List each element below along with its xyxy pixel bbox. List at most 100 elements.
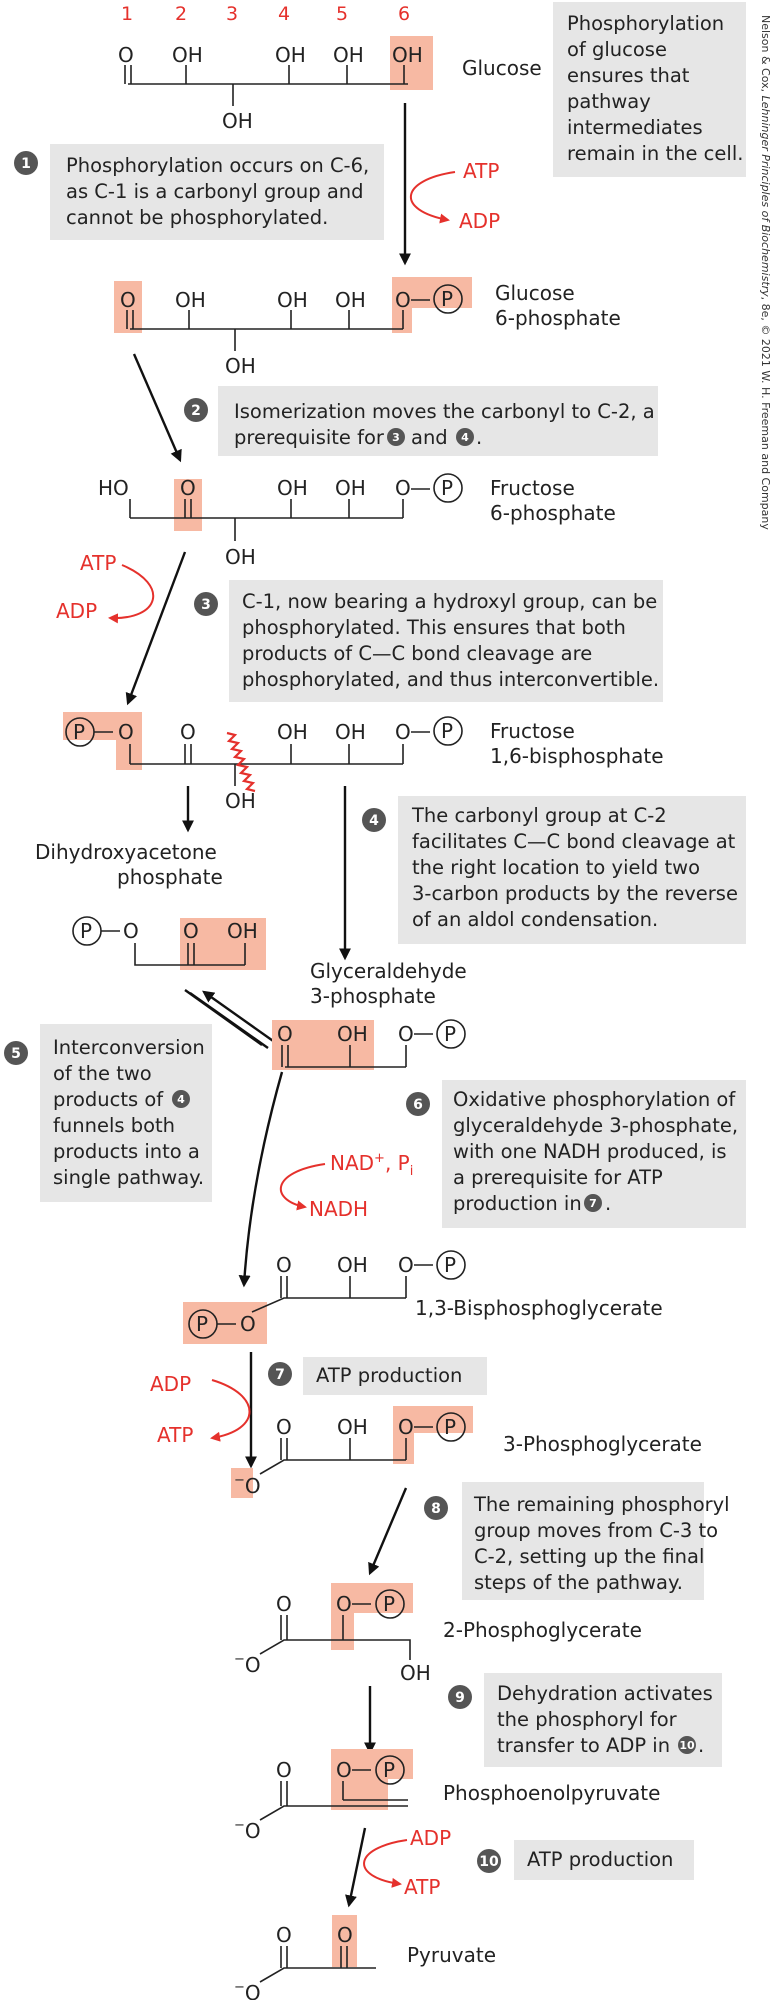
label-dhap: Dihydroxyacetone (35, 840, 217, 864)
svg-text:OH: OH (225, 545, 256, 569)
svg-text:OH: OH (335, 720, 366, 744)
svg-text:OH: OH (337, 1022, 368, 1046)
copyright-credit: Nelson & Cox, Lehninger Principles of Bi… (759, 15, 771, 530)
svg-text:7: 7 (275, 1367, 285, 1383)
note-5: 5 Interconversion of the two products of… (4, 1024, 212, 1202)
label-f6p: Fructose (490, 476, 575, 500)
svg-text:2: 2 (191, 403, 201, 419)
atp-adp-arrow-1 (410, 171, 456, 224)
g3p-structure: O OH O P (272, 1019, 466, 1070)
svg-text:O: O (180, 720, 196, 744)
svg-text:O: O (398, 1253, 414, 1277)
svg-text:−O: −O (234, 1818, 261, 1843)
svg-text:8: 8 (431, 1501, 441, 1517)
svg-text:OH: OH (225, 354, 256, 378)
svg-text:HO: HO (98, 476, 129, 500)
svg-text:4: 4 (461, 431, 469, 444)
svg-text:OH: OH (277, 288, 308, 312)
svg-text:products of C—C bond cleavage: products of C—C bond cleavage are (242, 642, 592, 665)
svg-text:−O: −O (234, 1652, 261, 1677)
svg-text:5: 5 (11, 1046, 21, 1062)
fructose-6-phosphate-structure: HO O OH OH O OH P (98, 473, 463, 569)
svg-text:O: O (123, 919, 139, 943)
svg-text:C-1, now bearing a hydroxyl gr: C-1, now bearing a hydroxyl group, can b… (242, 590, 657, 613)
svg-text:of the two: of the two (53, 1062, 152, 1085)
arrow-step-10 (345, 1827, 367, 1908)
svg-text:−O: −O (234, 1980, 261, 2000)
arrow-step-3 (125, 551, 187, 706)
svg-text:ATP: ATP (80, 551, 116, 575)
label-glucose: Glucose (462, 56, 542, 80)
arrow-step-6 (238, 1071, 284, 1288)
svg-text:O: O (336, 1592, 352, 1616)
svg-text:funnels both: funnels both (53, 1114, 175, 1137)
arrow-step-8 (368, 1487, 408, 1576)
svg-text:OH: OH (227, 919, 258, 943)
svg-text:3: 3 (392, 431, 400, 444)
note-4: 4 The carbonyl group at C-2 facilitates … (362, 796, 746, 944)
svg-text:O: O (118, 720, 134, 744)
svg-text:with one NADH produced, is: with one NADH produced, is (453, 1140, 727, 1163)
svg-text:1: 1 (121, 3, 133, 25)
svg-text:OH: OH (400, 1661, 431, 1685)
svg-text:O: O (183, 919, 199, 943)
svg-text:Interconversion: Interconversion (53, 1036, 205, 1059)
svg-text:OH: OH (222, 109, 253, 133)
svg-text:OH: OH (337, 1253, 368, 1277)
svg-text:6-phosphate: 6-phosphate (495, 306, 621, 330)
svg-text:ATP production: ATP production (316, 1364, 462, 1387)
svg-text:ensures that: ensures that (567, 64, 690, 87)
svg-text:intermediates: intermediates (567, 116, 703, 139)
svg-text:a prerequisite for ATP: a prerequisite for ATP (453, 1166, 663, 1189)
svg-text:single pathway.: single pathway. (53, 1166, 204, 1189)
svg-text:Isomerization moves the carbon: Isomerization moves the carbonyl to C-2,… (234, 400, 655, 423)
svg-text:the right location to yield tw: the right location to yield two (412, 856, 700, 879)
note-7: 7 ATP production (268, 1357, 487, 1395)
svg-text:Oxidative phosphorylation of: Oxidative phosphorylation of (453, 1088, 736, 1111)
svg-text:OH: OH (335, 288, 366, 312)
svg-text:of glucose: of glucose (567, 38, 667, 61)
svg-text:O: O (276, 1415, 292, 1439)
svg-text:ADP: ADP (410, 1826, 451, 1850)
svg-text:O: O (395, 476, 411, 500)
pyruvate-structure: O O −O (234, 1915, 376, 2000)
svg-text:P: P (80, 919, 92, 943)
svg-text:Dehydration activates: Dehydration activates (497, 1682, 713, 1705)
adp-atp-arrow-10 (363, 1839, 408, 1888)
svg-text:6: 6 (398, 3, 410, 25)
svg-text:OH: OH (335, 476, 366, 500)
svg-text:10: 10 (679, 1739, 695, 1752)
svg-text:phosphate: phosphate (117, 865, 223, 889)
svg-text:OH: OH (277, 720, 308, 744)
adp-atp-arrow-7 (210, 1379, 251, 1442)
svg-text:O: O (276, 1253, 292, 1277)
svg-text:10: 10 (479, 1854, 499, 1870)
svg-text:6: 6 (413, 1097, 423, 1113)
svg-text:products into a: products into a (53, 1140, 200, 1163)
label-pyruvate: Pyruvate (407, 1943, 496, 1967)
svg-text:O: O (120, 288, 136, 312)
svg-text:P: P (441, 287, 453, 311)
note-8: 8 The remaining phosphoryl group moves f… (424, 1482, 730, 1600)
svg-text:OH: OH (172, 43, 203, 67)
svg-text:ATP: ATP (404, 1875, 440, 1899)
svg-text:9: 9 (455, 1690, 465, 1706)
note-2: 2 Isomerization moves the carbonyl to C-… (184, 386, 658, 456)
label-2pg: 2-Phosphoglycerate (443, 1618, 642, 1642)
label-3pg: 3-Phosphoglycerate (503, 1432, 702, 1456)
svg-text:P: P (444, 1415, 456, 1439)
svg-text:4: 4 (177, 1093, 185, 1106)
svg-text:The remaining phosphoryl: The remaining phosphoryl (473, 1493, 730, 1516)
svg-text:O: O (398, 1022, 414, 1046)
svg-text:ATP: ATP (157, 1423, 193, 1447)
svg-text:.: . (476, 426, 482, 449)
svg-text:P: P (383, 1592, 395, 1616)
svg-text:O: O (395, 720, 411, 744)
note-6: 6 Oxidative phosphorylation of glycerald… (406, 1080, 746, 1228)
equilibrium-arrows (184, 989, 277, 1049)
svg-text:2: 2 (175, 3, 187, 25)
svg-text:OH: OH (175, 288, 206, 312)
label-pep: Phosphoenolpyruvate (443, 1781, 660, 1805)
svg-text:6-phosphate: 6-phosphate (490, 501, 616, 525)
svg-text:O: O (277, 1022, 293, 1046)
